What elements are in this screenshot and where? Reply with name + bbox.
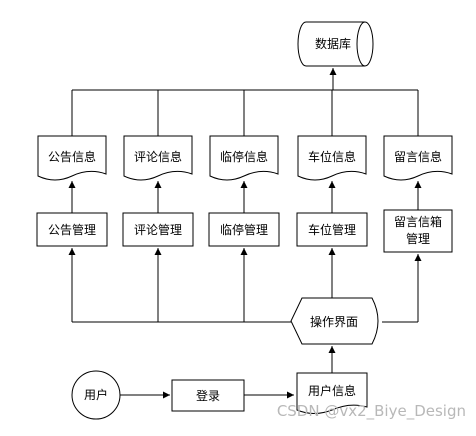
manage-label-5-line2: 管理 bbox=[406, 231, 430, 246]
interface-node: 操作界面 bbox=[290, 297, 379, 345]
doc-node-4: 车位信息 bbox=[297, 135, 367, 181]
manage-node-5: 留言信箱 管理 bbox=[383, 209, 453, 253]
user-info-label: 用户信息 bbox=[308, 383, 356, 398]
manage-label-5-line1: 留言信箱 bbox=[394, 214, 442, 229]
doc-label-1: 公告信息 bbox=[48, 149, 96, 164]
manage-node-4: 车位管理 bbox=[296, 212, 368, 247]
doc-label-5: 留言信息 bbox=[394, 149, 442, 164]
user-node: 用户 bbox=[71, 370, 121, 420]
interface-label: 操作界面 bbox=[310, 314, 358, 329]
login-label: 登录 bbox=[196, 388, 220, 403]
interface-bus bbox=[68, 248, 422, 323]
doc-label-2: 评论信息 bbox=[134, 149, 182, 164]
watermark-text: CSDN @vx2_Biye_Design bbox=[277, 402, 466, 421]
manage-label-2: 评论管理 bbox=[134, 222, 182, 237]
manage-node-3: 临停管理 bbox=[208, 212, 280, 247]
database-label: 数据库 bbox=[315, 36, 351, 51]
manage-label-4: 车位管理 bbox=[308, 222, 356, 237]
login-node: 登录 bbox=[171, 379, 245, 412]
database-node: 数据库 bbox=[297, 21, 374, 67]
user-info-node: 用户信息 bbox=[296, 372, 368, 414]
doc-node-3: 临停信息 bbox=[209, 135, 279, 181]
doc-node-2: 评论信息 bbox=[123, 135, 193, 181]
manage-label-1: 公告管理 bbox=[48, 222, 96, 237]
doc-label-4: 车位信息 bbox=[308, 149, 356, 164]
doc-node-1: 公告信息 bbox=[37, 135, 107, 181]
manage-node-2: 评论管理 bbox=[122, 212, 194, 247]
manage-node-1: 公告管理 bbox=[36, 212, 108, 247]
doc-label-3: 临停信息 bbox=[220, 149, 268, 164]
manage-to-doc-arrows bbox=[68, 181, 422, 213]
doc-node-5: 留言信息 bbox=[383, 135, 453, 181]
manage-label-3: 临停管理 bbox=[220, 222, 268, 237]
database-bus bbox=[71, 68, 419, 136]
user-label: 用户 bbox=[84, 387, 108, 402]
